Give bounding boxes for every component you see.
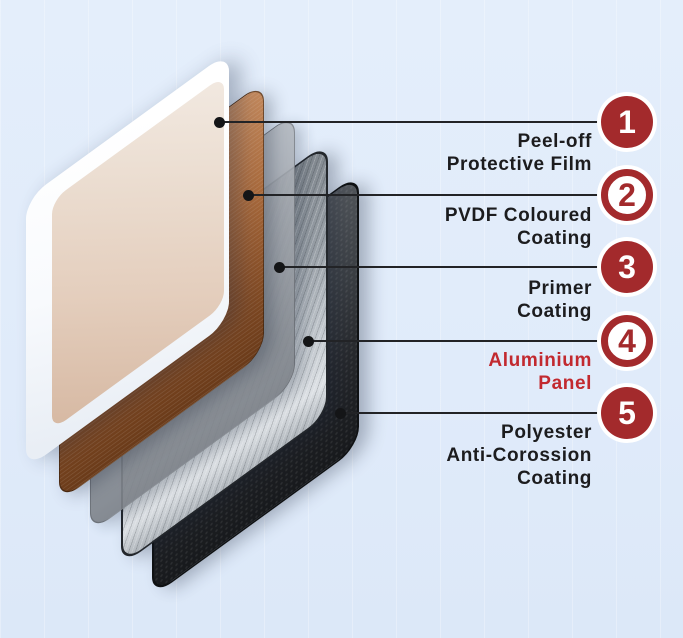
label-primer-coating: Primer Coating (517, 277, 592, 323)
callout-dot-2 (243, 190, 254, 201)
badge-number-2: 2 (618, 176, 636, 213)
callout-dot-1 (214, 117, 225, 128)
callout-dot-5 (335, 408, 346, 419)
callout-badge-4: 4 (601, 315, 653, 367)
label-line: Coating (517, 228, 592, 249)
callout-line-5 (340, 412, 602, 414)
label-line: Coating (517, 468, 592, 489)
label-polyester-anti-corossion-coating: Polyester Anti-Corossion Coating (446, 421, 592, 490)
callout-line-2 (248, 194, 602, 196)
callout-dot-4 (303, 336, 314, 347)
callout-badge-2: 2 (601, 169, 653, 221)
label-line: Primer (528, 278, 592, 299)
badge-number-5: 5 (618, 394, 636, 431)
callout-line-3 (279, 266, 602, 268)
badge-number-4: 4 (618, 322, 636, 359)
badge-number-3: 3 (618, 248, 636, 285)
label-line: Panel (538, 373, 592, 394)
label-line: PVDF Coloured (444, 205, 592, 226)
label-line: Aluminium (488, 350, 592, 371)
label-line: Anti-Corossion (446, 445, 592, 466)
label-line: Coating (517, 301, 592, 322)
callout-badge-1: 1 (601, 96, 653, 148)
badge-number-1: 1 (618, 103, 636, 140)
callout-dot-3 (274, 262, 285, 273)
callout-line-1 (219, 121, 602, 123)
callout-badge-5: 5 (601, 387, 653, 439)
label-peel-off-protective-film: Peel-off Protective Film (447, 130, 592, 176)
label-line: Polyester (501, 422, 592, 443)
callout-badge-3: 3 (601, 241, 653, 293)
label-line: Protective Film (446, 154, 592, 175)
label-aluminium-panel: Aluminium Panel (488, 349, 592, 395)
label-pvdf-coloured-coating: PVDF Coloured Coating (445, 204, 592, 250)
callout-line-4 (308, 340, 602, 342)
label-line: Peel-off (517, 131, 592, 152)
